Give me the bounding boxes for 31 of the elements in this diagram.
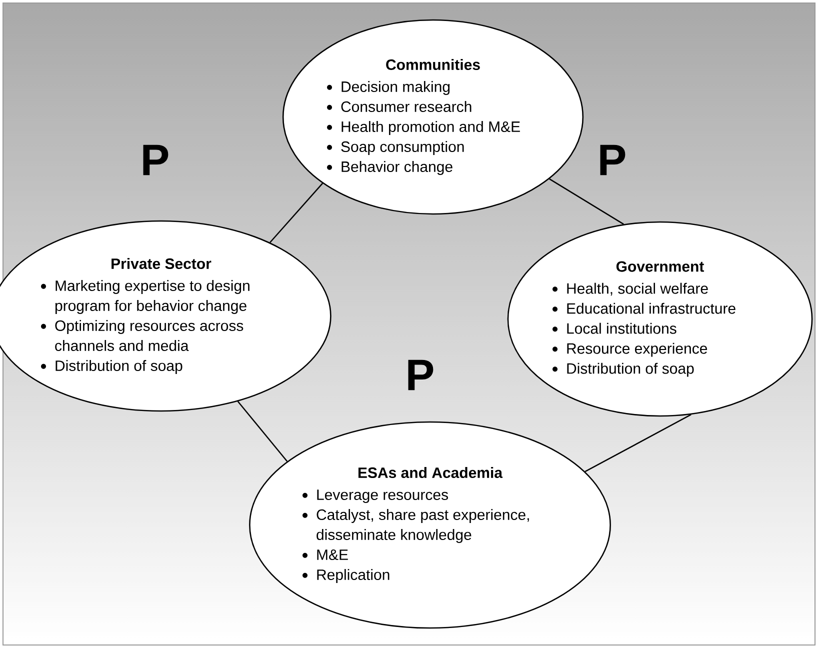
bullet-item: Replication xyxy=(317,569,390,583)
bullet-item: M&E xyxy=(317,550,348,560)
connector-line xyxy=(237,400,288,462)
bullet-item: Leverage resources xyxy=(317,490,448,503)
bullet-item: Optimizing resources across channels and media xyxy=(55,320,244,352)
heading: ESAs and Academia xyxy=(358,467,503,478)
ellipse xyxy=(282,19,584,215)
heading: Government xyxy=(616,261,704,272)
bullet-item: Distribution of soap xyxy=(567,362,694,377)
letter-label: P xyxy=(143,144,168,176)
bullet-item: Consumer research xyxy=(341,101,472,112)
heading: Communities xyxy=(386,59,480,70)
ellipse xyxy=(249,421,611,629)
connector-line xyxy=(549,178,624,225)
bullet-item: Resource experience xyxy=(567,342,708,357)
connector-line xyxy=(584,414,692,472)
bullet-item: Behavior change xyxy=(342,161,452,175)
bullet-item: Health promotion and M&E xyxy=(342,121,520,135)
bullet-item: Soap consumption xyxy=(341,141,464,155)
ellipse xyxy=(507,221,813,417)
heading: Private Sector xyxy=(112,258,212,270)
letter-label: P xyxy=(600,144,626,176)
bullet-item: Local institutions xyxy=(567,322,676,334)
bullet-item: Distribution of soap xyxy=(56,360,182,374)
connector-line xyxy=(270,182,324,243)
bullet-item: Catalyst, share past experience, disseminate knowledge xyxy=(316,509,529,543)
bullet-item: Marketing expertise to design program for behavior change xyxy=(55,280,250,314)
bullet-item: Decision making xyxy=(342,81,450,95)
letter-label: P xyxy=(408,360,434,390)
bullet-item: Educational infrastructure xyxy=(567,302,736,314)
bullet-item: Health, social welfare xyxy=(567,282,708,296)
